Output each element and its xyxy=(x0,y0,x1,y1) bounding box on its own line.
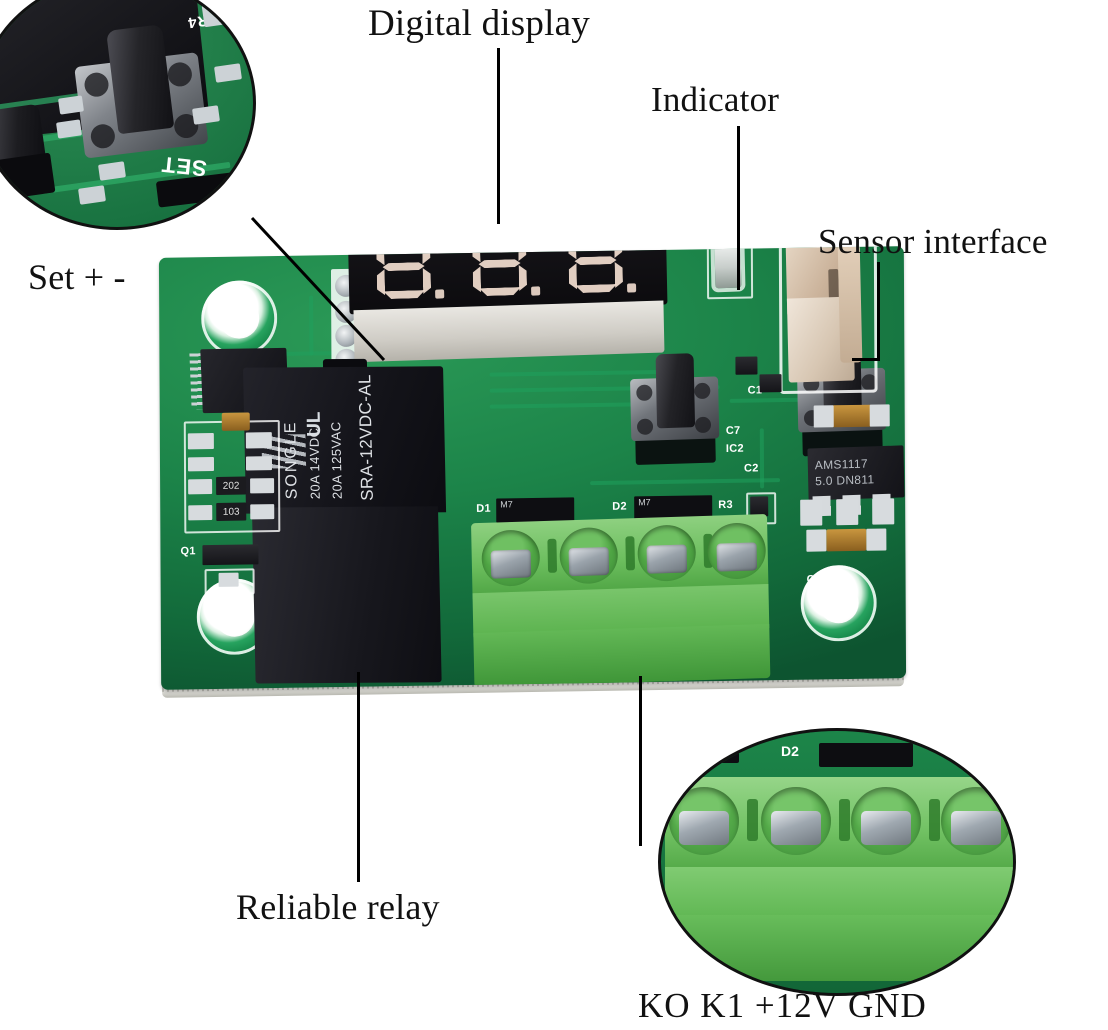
silk-label-c6: C6 xyxy=(806,573,822,586)
pcb-trace xyxy=(590,478,781,486)
voltage-regulator-ams1117: AMS1117 5.0 DN811 xyxy=(807,445,905,517)
solder-pad xyxy=(187,457,215,472)
button-plus[interactable] xyxy=(630,352,724,466)
silk-label-d1: D1 xyxy=(476,502,491,515)
smd-component xyxy=(759,374,782,393)
display-digit-3 xyxy=(564,246,637,293)
solder-pad xyxy=(800,499,823,526)
regulator-line-1: AMS1117 xyxy=(814,456,868,473)
resistor-103: 103 xyxy=(216,502,247,521)
transistor-q1 xyxy=(202,544,259,566)
annotation-sensor-interface: Sensor interface xyxy=(818,222,1048,261)
solder-pad xyxy=(188,479,213,495)
solder-pad xyxy=(866,528,887,551)
silk-label-c2: C2 xyxy=(743,462,759,475)
silk-label-d2: D2 xyxy=(612,500,627,513)
relay-part-number: SRA-12VDC-AL xyxy=(355,374,377,501)
callout-set-buttons: R3 R4 SET xyxy=(0,0,256,230)
silk-label-d2-zoom: D2 xyxy=(781,743,799,759)
leader-line-digital-display xyxy=(497,48,500,224)
display-digit-1 xyxy=(372,246,445,299)
silk-label-c7: C7 xyxy=(725,424,741,437)
solder-pad xyxy=(245,432,272,449)
leader-line-relay xyxy=(357,672,360,882)
relay-rating-dc: 20A 14VDC xyxy=(306,427,323,500)
pcb-surface: UL SONGLE 20A 14VDC 20A 125VAC SRA-12VDC… xyxy=(158,246,907,690)
solder-pad xyxy=(869,404,890,427)
annotation-reliable-relay: Reliable relay xyxy=(236,887,440,927)
solder-pad xyxy=(250,504,275,520)
annotation-set-buttons: Set + - xyxy=(28,257,126,297)
relay-brand: SONGLE xyxy=(282,420,301,500)
display-digit-2 xyxy=(468,246,541,296)
terminal-screw-12v[interactable] xyxy=(637,524,697,583)
leader-line-sensor-vertical xyxy=(877,262,880,360)
mounting-hole xyxy=(201,279,278,358)
capacitor-tantalum xyxy=(831,404,872,428)
pcb-trace xyxy=(309,295,314,356)
solder-pad xyxy=(218,572,239,587)
solder-pad xyxy=(872,498,895,525)
silk-label-r3: R3 xyxy=(718,498,733,512)
annotation-digital-display: Digital display xyxy=(368,3,590,44)
diode-zoom xyxy=(675,741,739,763)
silk-label-ic2: IC2 xyxy=(725,442,744,455)
diode-marking: M7 xyxy=(500,499,513,510)
sensor-connector[interactable] xyxy=(785,246,866,384)
relay-rating-ac: 20A 125VAC xyxy=(328,421,345,500)
terminal-screw-ko[interactable] xyxy=(481,529,541,587)
solder-pad xyxy=(813,405,834,428)
annotation-terminal-pinout: KO K1 +12V GND xyxy=(638,986,927,1025)
terminal-bottom xyxy=(473,623,771,688)
leader-line-sensor-horizontal xyxy=(852,358,880,361)
solder-pad xyxy=(188,505,213,521)
pcb-board: UL SONGLE 20A 14VDC 20A 125VAC SRA-12VDC… xyxy=(158,246,920,712)
smd-component xyxy=(735,356,758,375)
diode-zoom xyxy=(819,743,913,767)
silk-label-q1: Q1 xyxy=(180,545,196,558)
resistor-202: 202 xyxy=(216,476,247,495)
regulator-line-2: 5.0 DN811 xyxy=(815,472,875,489)
screw-terminal-block[interactable] xyxy=(471,514,771,688)
seven-segment-display xyxy=(347,246,669,363)
diode-d1: M7 xyxy=(496,497,575,523)
terminal-screw-gnd[interactable] xyxy=(707,522,767,580)
capacitor-tantalum xyxy=(826,528,867,552)
relay-lower-body xyxy=(251,506,442,684)
solder-pad xyxy=(245,456,273,471)
annotation-indicator: Indicator xyxy=(651,80,780,119)
leader-line-indicator xyxy=(737,126,740,290)
solder-pad xyxy=(187,433,214,450)
pcb-trace xyxy=(759,428,765,489)
terminal-block-zoom[interactable] xyxy=(665,777,1013,981)
terminal-screw-k1[interactable] xyxy=(559,526,619,585)
solder-pad xyxy=(806,529,827,552)
capacitor xyxy=(221,412,250,431)
display-body xyxy=(353,300,665,363)
callout-terminal-block: D2 xyxy=(658,728,1016,996)
solder-pad xyxy=(836,498,859,526)
diode-marking: M7 xyxy=(638,497,651,508)
solder-pad xyxy=(250,478,275,494)
leader-line-terminal xyxy=(639,676,642,846)
